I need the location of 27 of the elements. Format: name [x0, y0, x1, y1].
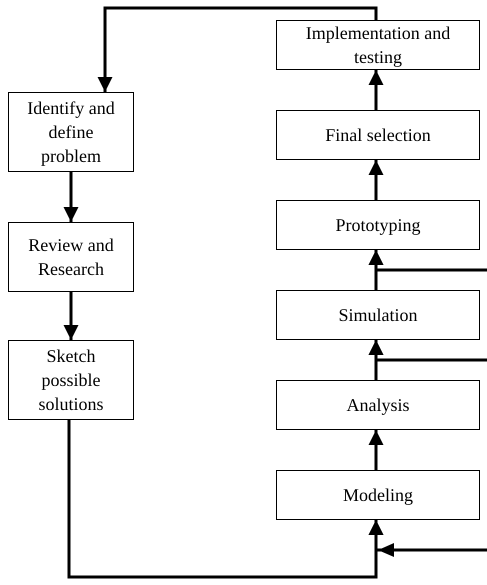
box-label: Implementation and testing	[304, 22, 452, 69]
process-box	[276, 20, 480, 70]
arrow	[98, 6, 378, 92]
box-label: Analysis	[346, 394, 410, 417]
arrow	[64, 172, 78, 222]
process-box	[276, 380, 480, 430]
box-label: Simulation	[338, 304, 418, 327]
arrow	[368, 340, 487, 362]
process-box	[276, 290, 480, 340]
process-box	[276, 110, 480, 160]
arrow	[368, 250, 487, 272]
arrow	[64, 292, 78, 340]
arrow	[368, 70, 384, 110]
process-box	[8, 340, 134, 420]
box-label: Prototyping	[335, 214, 420, 237]
arrow	[368, 430, 384, 470]
box-label: Final selection	[325, 124, 431, 147]
process-box	[8, 92, 134, 172]
arrow	[368, 520, 487, 557]
process-box	[276, 200, 480, 250]
process-box	[8, 222, 134, 292]
arrow	[368, 160, 384, 200]
box-label: Modeling	[343, 484, 413, 507]
box-label: Sketch possible solutions	[37, 345, 104, 416]
box-label: Identify and define problem	[26, 97, 116, 168]
process-box	[276, 470, 480, 520]
box-label: Review and Research	[27, 234, 115, 281]
